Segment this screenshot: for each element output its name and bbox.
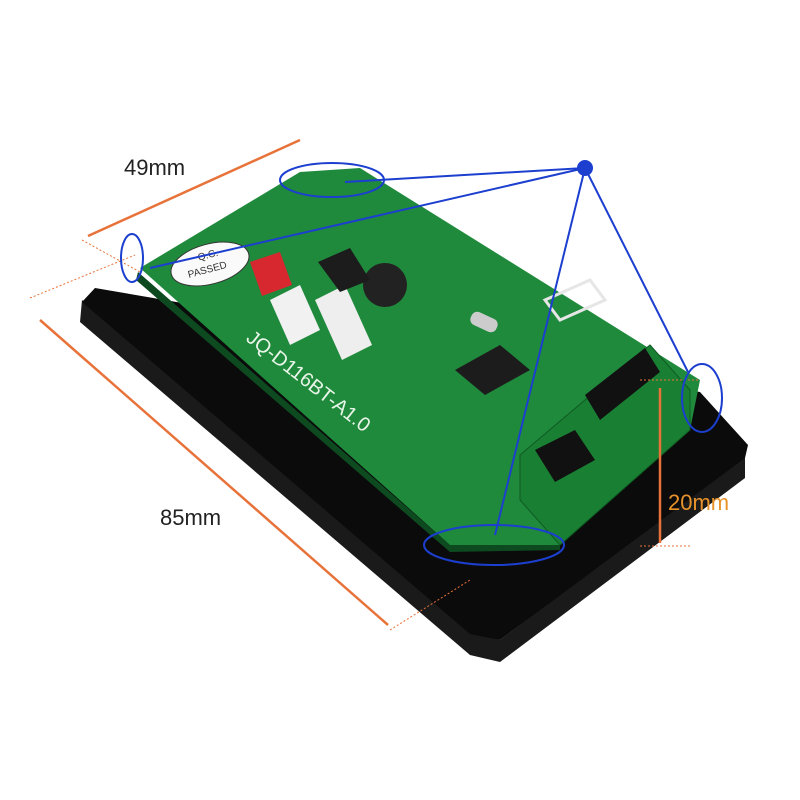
regulator (318, 248, 370, 292)
qc-text-1: Q.C. (197, 248, 220, 264)
crystal (470, 311, 498, 333)
length-label: 85mm (160, 505, 222, 530)
height-label: 20mm (668, 490, 730, 515)
annotation-line (494, 167, 586, 536)
annotation-point (577, 160, 593, 176)
annotation-line (149, 167, 586, 269)
module-connector (585, 348, 660, 420)
guide-line (81, 239, 141, 273)
white-connector-2 (315, 285, 372, 360)
annotation-line (344, 167, 586, 183)
guide-line (29, 254, 136, 299)
bluetooth-antenna (542, 278, 608, 322)
main-chip-ic (455, 345, 530, 395)
mount-hole-highlight (120, 233, 144, 283)
switch (535, 430, 595, 482)
mount-hole-highlight (279, 162, 385, 198)
width-dimension-line (87, 138, 301, 238)
capacitor (363, 263, 407, 307)
white-connector-1 (270, 285, 320, 345)
bluetooth-module (519, 344, 691, 546)
mount-hole-highlight (681, 363, 723, 433)
annotation-line (584, 167, 689, 373)
mount-hole-highlight (423, 524, 565, 566)
red-connector (250, 252, 292, 296)
black-panel-side (80, 300, 745, 662)
width-label: 49mm (124, 155, 186, 180)
qc-sticker (170, 241, 250, 287)
length-dimension-line (39, 319, 389, 626)
